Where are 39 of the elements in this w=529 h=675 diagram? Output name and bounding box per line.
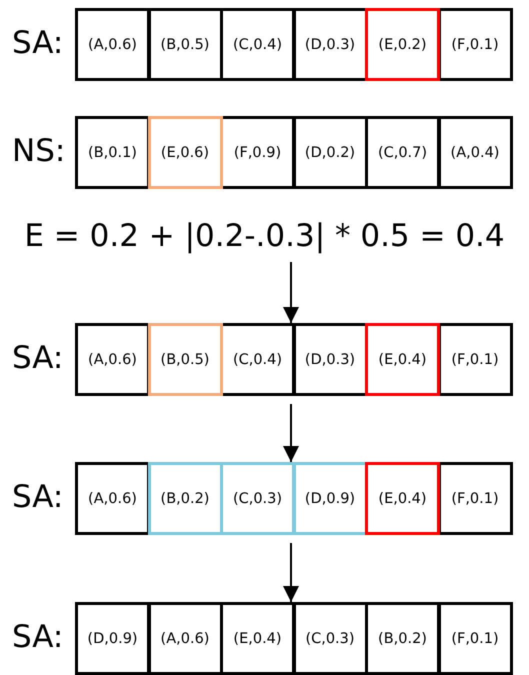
array-cell: (C,0.3) xyxy=(292,602,368,675)
array-cell: (C,0.4) xyxy=(220,8,295,81)
array-cell: (A,0.6) xyxy=(75,8,150,81)
array-cell: (F,0.1) xyxy=(438,8,512,81)
array-cell: (E,0.4) xyxy=(220,602,295,675)
array-cell: (B,0.5) xyxy=(148,8,222,81)
row-label: NS: xyxy=(12,133,66,169)
array-cell: (C,0.3) xyxy=(220,462,295,535)
arrow xyxy=(283,404,299,462)
array-cell: (A,0.6) xyxy=(75,323,150,396)
array-cell: (E,0.6) xyxy=(148,116,222,189)
array-cell: (D,0.9) xyxy=(292,462,368,535)
array-cell: (B,0.2) xyxy=(148,462,222,535)
array-cell: (A,0.6) xyxy=(148,602,222,675)
array-cell: (B,0.5) xyxy=(148,323,222,396)
array-cell: (A,0.4) xyxy=(438,116,512,189)
row-label: SA: xyxy=(12,340,64,376)
array-cell: (C,0.4) xyxy=(220,323,295,396)
row-label: SA: xyxy=(12,619,64,655)
array-cell: (E,0.2) xyxy=(365,8,440,81)
arrow xyxy=(283,262,299,323)
arrow xyxy=(283,543,299,602)
array-cell: (F,0.9) xyxy=(220,116,295,189)
array-cell: (E,0.4) xyxy=(365,323,440,396)
array-cell: (D,0.2) xyxy=(292,116,368,189)
array-cell: (F,0.1) xyxy=(438,323,512,396)
array-cell: (A,0.6) xyxy=(75,462,150,535)
array-cell: (F,0.1) xyxy=(438,462,512,535)
array-cell: (E,0.4) xyxy=(365,462,440,535)
row-label: SA: xyxy=(12,479,64,515)
formula-text: E = 0.2 + |0.2-.0.3| * 0.5 = 0.4 xyxy=(24,218,505,254)
row-label: SA: xyxy=(12,25,64,61)
array-cell: (B,0.1) xyxy=(75,116,150,189)
array-cell: (D,0.3) xyxy=(292,8,368,81)
array-cell: (B,0.2) xyxy=(365,602,440,675)
array-cell: (C,0.7) xyxy=(365,116,440,189)
array-cell: (F,0.1) xyxy=(438,602,512,675)
array-cell: (D,0.3) xyxy=(292,323,368,396)
array-cell: (D,0.9) xyxy=(75,602,150,675)
